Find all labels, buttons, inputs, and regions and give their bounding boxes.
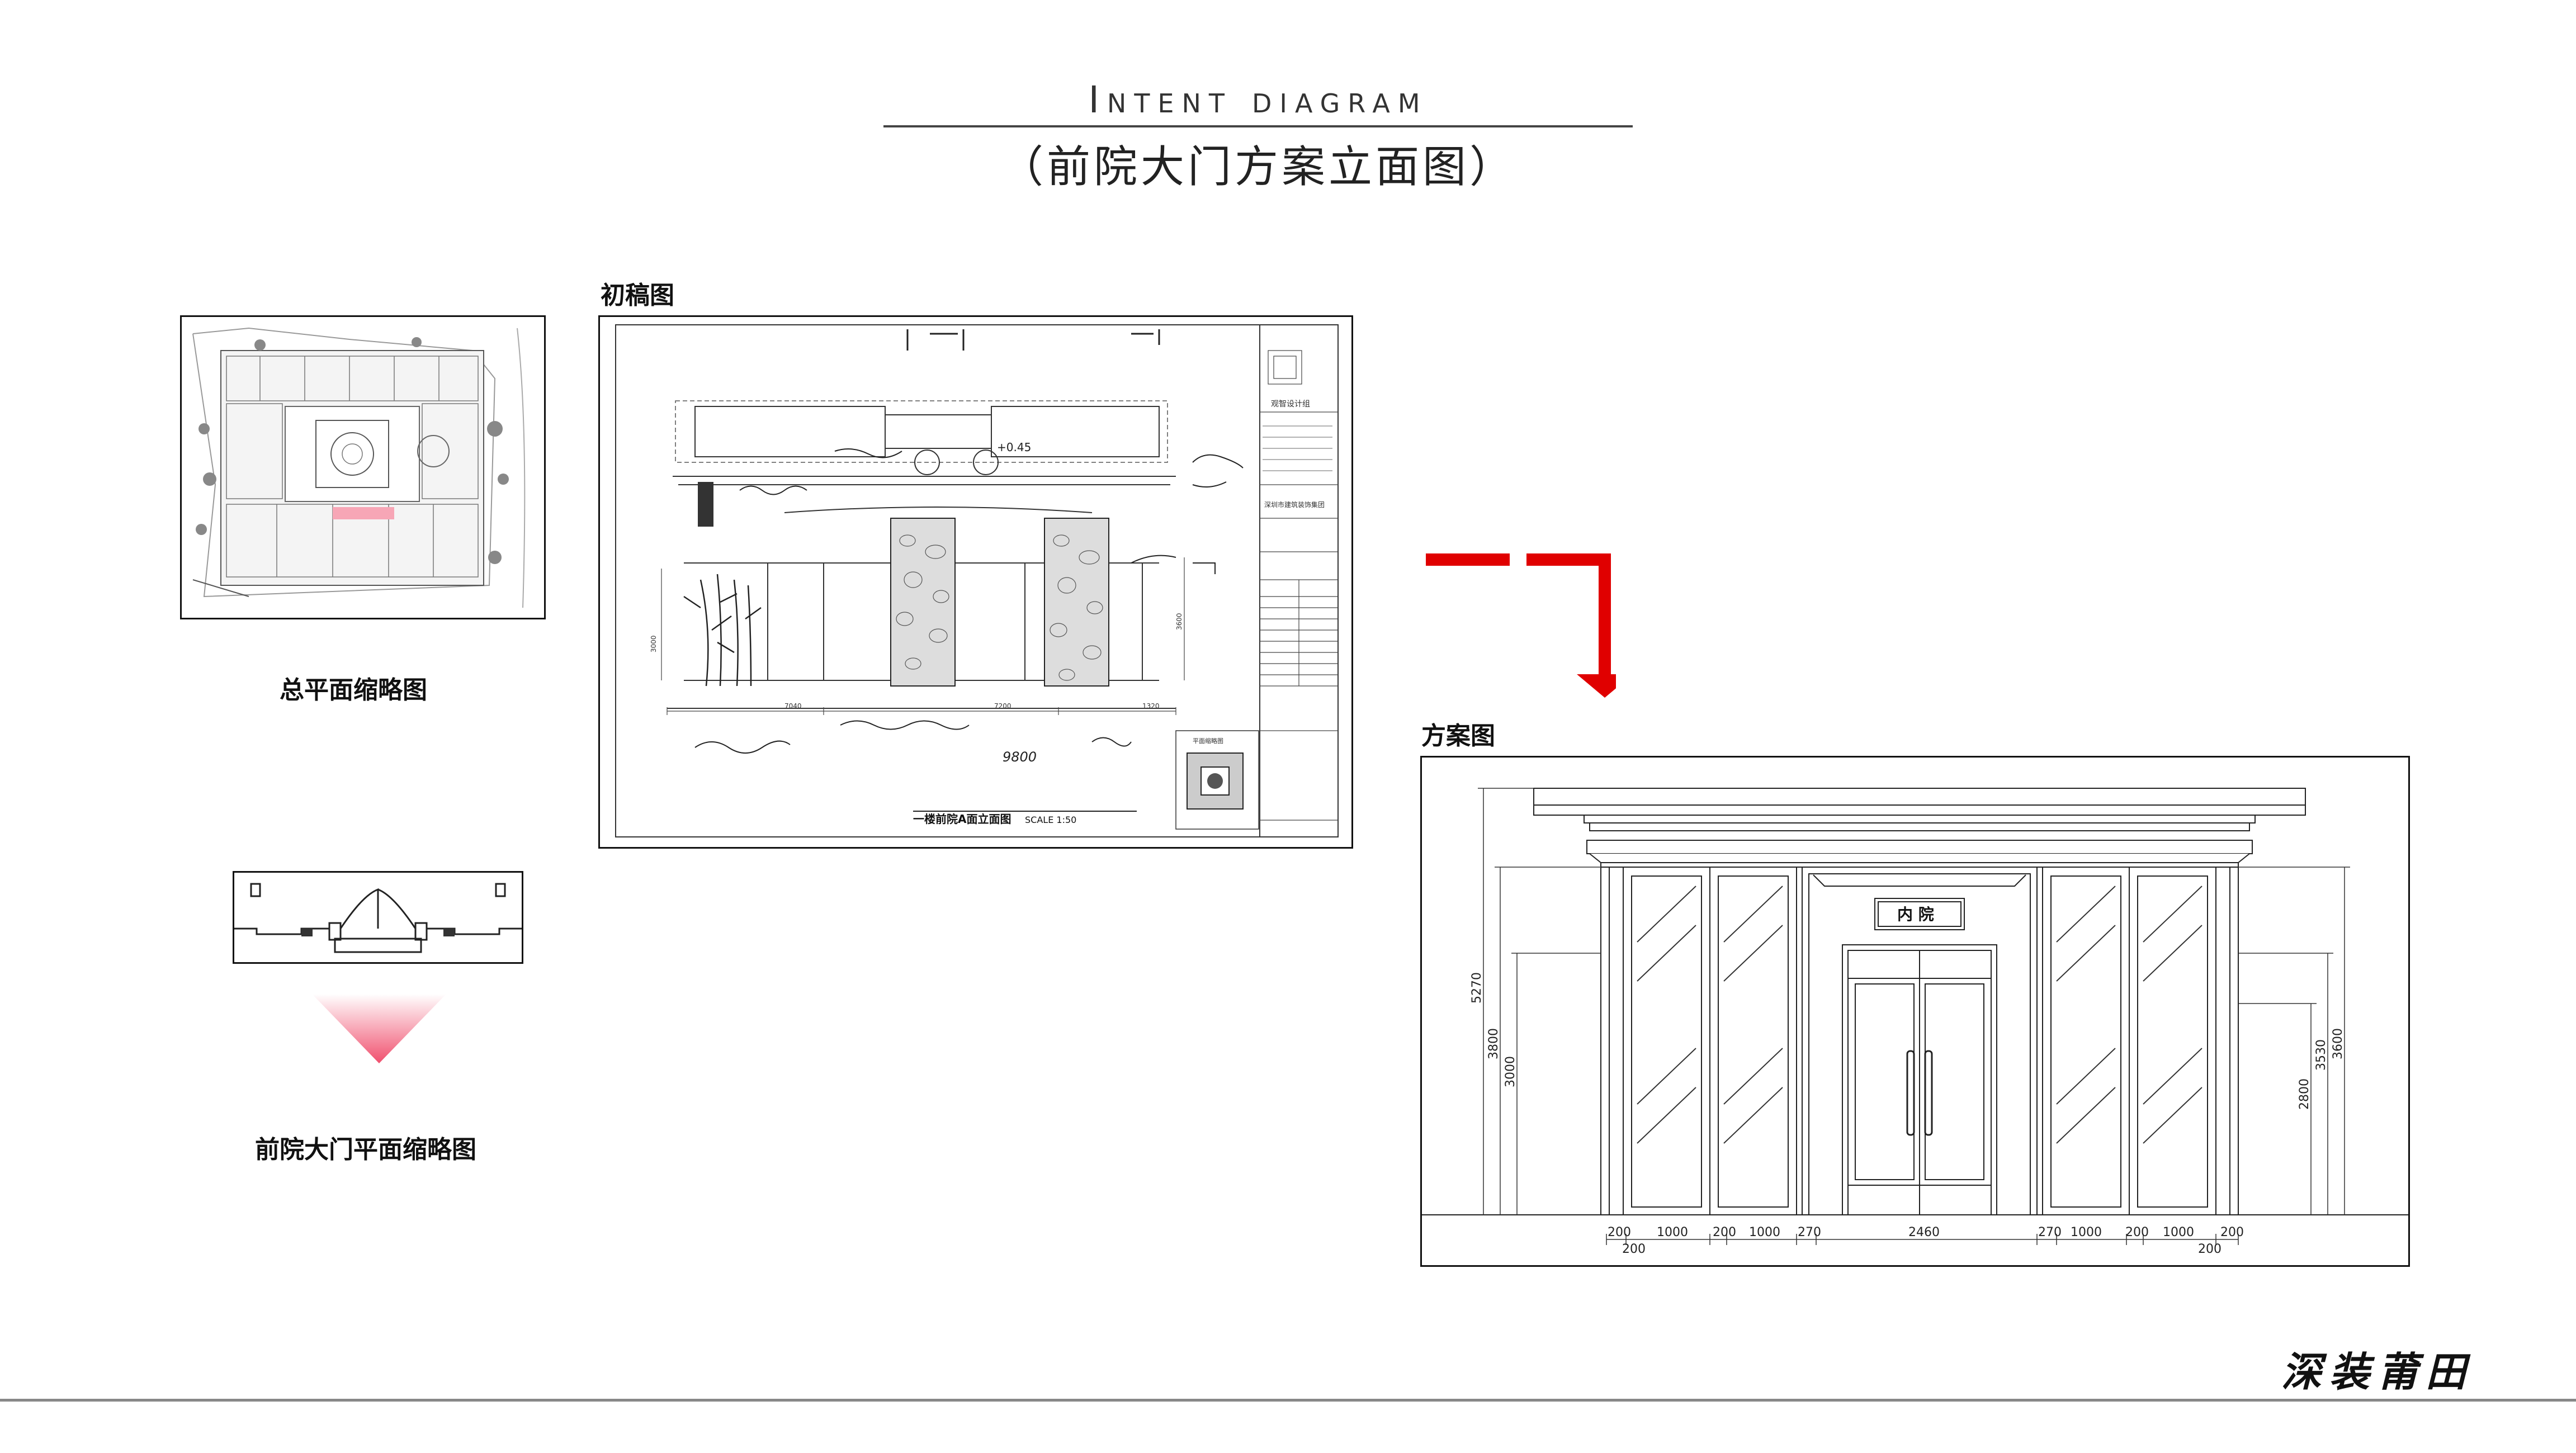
gate-plan-thumbnail[interactable]: [233, 871, 523, 964]
scheme-caption: 方案图: [1421, 722, 1495, 750]
page-subtitle: （前院大门方案立面图）: [999, 142, 1516, 192]
draft-dim-bottom: 7040: [784, 702, 802, 710]
site-plan-thumbnail[interactable]: [180, 315, 546, 619]
flow-arrow: [1426, 553, 1616, 698]
dim-label-right: 3530: [2314, 1039, 2328, 1071]
draft-caption: 初稿图: [601, 281, 674, 310]
dim-label-bottom: 200: [2198, 1242, 2221, 1256]
draft-dim-height: 3600: [1175, 613, 1183, 630]
draft-dim-bottom: 1320: [1142, 702, 1160, 710]
scheme-drawing: 内 院 5270 3800 3000 2800 3530 3600 200 1: [1422, 788, 2408, 1256]
dim-label-bottom: 200: [2125, 1225, 2149, 1239]
title-divider: [883, 125, 1633, 127]
dim-label-bottom: 200: [1608, 1225, 1631, 1239]
draft-dim-height: 3000: [650, 635, 658, 652]
site-plan-caption: 总平面缩略图: [280, 676, 427, 704]
draft-elevation-mark: +0.45: [997, 441, 1031, 454]
dim-label-bottom: 270: [1798, 1225, 1821, 1239]
dim-label-right: 2800: [2298, 1078, 2312, 1110]
dim-label-left: 3000: [1504, 1056, 1518, 1087]
dim-label-bottom: 2460: [1908, 1225, 1940, 1239]
gate-plan-caption: 前院大门平面缩略图: [255, 1135, 476, 1164]
draft-hand-total: 9800: [1003, 749, 1037, 765]
dim-label-bottom: 200: [2220, 1225, 2244, 1239]
door-sign-text: 内 院: [1897, 905, 1934, 924]
gate-location-highlight: [333, 507, 394, 519]
door-handle: [1906, 1050, 1933, 1136]
draft-drawing-panel[interactable]: 观智设计组 深圳市建筑装饰集团: [598, 315, 1353, 849]
dim-label-left: 5270: [1470, 972, 1484, 1004]
brand-signature: 深装莆田: [2281, 1348, 2474, 1395]
gate-plan-drawing: [234, 883, 522, 953]
door-sign: [1874, 898, 1965, 930]
dim-label-bottom: 1000: [1749, 1225, 1780, 1239]
dim-label-left: 3800: [1487, 1028, 1501, 1059]
stone-panel: [890, 518, 1109, 687]
draft-company-label: 观智设计组: [1271, 400, 1310, 409]
site-plan-drawing: [192, 327, 526, 608]
draft-drawing: 观智设计组 深圳市建筑装饰集团: [615, 324, 1339, 837]
draft-dim-bottom: 7200: [994, 702, 1012, 710]
dim-label-right: 3600: [2331, 1028, 2345, 1059]
page-title: Intent diagram: [1088, 78, 1428, 121]
down-gradient-arrow: [312, 994, 446, 1063]
dim-label-bottom: 270: [2038, 1225, 2062, 1239]
dim-label-bottom: 200: [1622, 1242, 1646, 1256]
dim-label-bottom: 1000: [2071, 1225, 2102, 1239]
draft-inset-label: 平面缩略图: [1193, 737, 1223, 745]
draft-scale: SCALE 1:50: [1025, 815, 1076, 825]
draft-drawing-title: 一楼前院A面立面图: [913, 812, 1011, 826]
scheme-drawing-panel[interactable]: 内 院 5270 3800 3000 2800 3530 3600 200 1: [1420, 756, 2410, 1267]
roof-cornice: [1533, 788, 2306, 816]
dim-label-bottom: 200: [1713, 1225, 1736, 1239]
draft-client-label: 深圳市建筑装饰集团: [1264, 500, 1325, 509]
dim-label-bottom: 1000: [1657, 1225, 1688, 1239]
dim-label-bottom: 1000: [2163, 1225, 2194, 1239]
footer-divider: [0, 1399, 2576, 1402]
